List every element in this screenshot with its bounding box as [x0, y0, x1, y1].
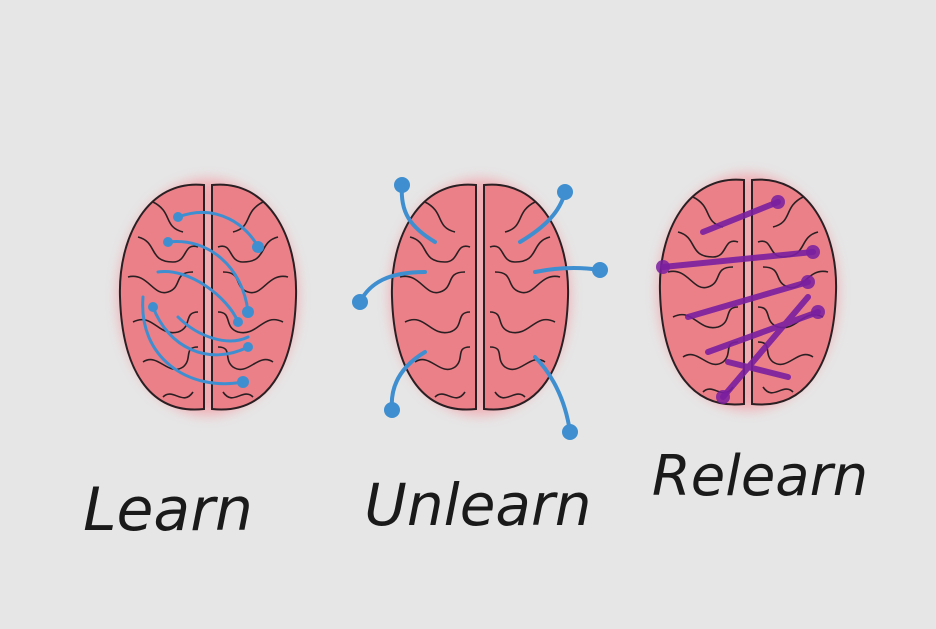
relearn-pathways — [660, 199, 821, 400]
learn-pathways — [141, 211, 260, 386]
label-relearn: Relearn — [652, 444, 868, 509]
brain-learn — [118, 179, 298, 415]
brain-unlearn — [352, 177, 608, 440]
label-learn: Learn — [83, 475, 253, 545]
label-unlearn: Unlearn — [364, 471, 591, 539]
brain-relearn — [656, 174, 838, 410]
